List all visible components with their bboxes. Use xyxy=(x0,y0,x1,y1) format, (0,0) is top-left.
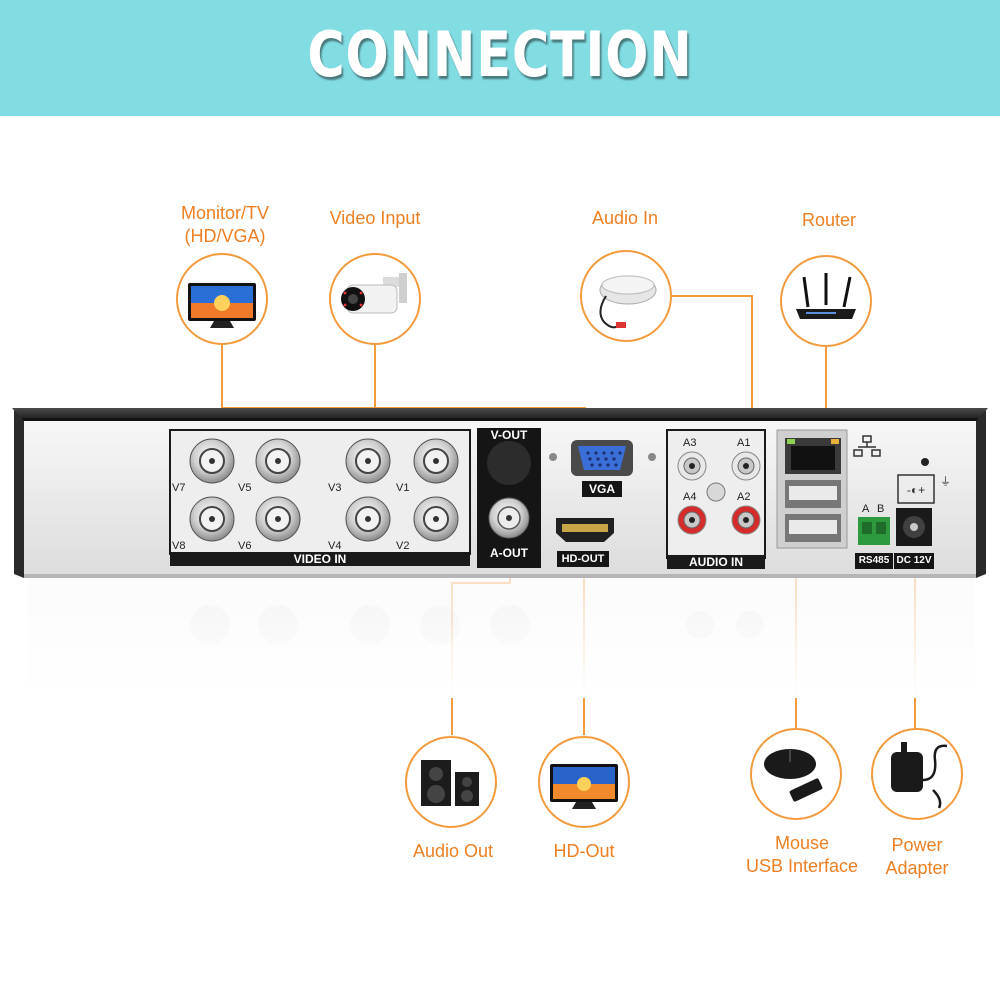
router-icon xyxy=(796,273,856,319)
microphone-circle xyxy=(580,250,672,342)
bnc-ports-video-in xyxy=(189,438,459,542)
mouse-icon xyxy=(764,749,823,802)
monitor-label: Monitor/TV (HD/VGA) xyxy=(160,202,290,248)
audio-port-label: A3 xyxy=(683,437,697,449)
monitor-label-line1: Monitor/TV xyxy=(180,203,270,223)
bnc-port-pin xyxy=(365,516,371,522)
microphone-label: Audio In xyxy=(591,208,659,228)
mouse-label: Mouse USB Interface xyxy=(731,832,873,878)
vga-label: VGA xyxy=(588,482,615,496)
tv-icon xyxy=(550,764,618,809)
svg-text:⏚: ⏚ xyxy=(940,475,951,488)
rs485-label: RS485 xyxy=(858,555,890,566)
rca-port-pin xyxy=(689,517,695,523)
bnc-port-pin xyxy=(209,516,215,522)
mouse-label-line2: USB Interface xyxy=(745,856,859,876)
bnc-port-pin xyxy=(365,458,371,464)
video-port-label: V8 xyxy=(172,540,186,552)
monitor-circle xyxy=(176,253,268,345)
bnc-port-pin xyxy=(209,458,215,464)
v-out-label: V-OUT xyxy=(490,428,528,442)
power-label-line1: Power xyxy=(891,835,943,855)
rca-port-pin xyxy=(743,517,749,523)
router-label: Router xyxy=(801,210,857,230)
bnc-port-pin xyxy=(275,516,281,522)
audio-port-label: A4 xyxy=(683,491,697,503)
camera-label: Video Input xyxy=(329,208,421,228)
audio-port-label: A1 xyxy=(737,437,751,449)
video-port-label: V4 xyxy=(328,540,342,552)
rs485-pin-a-label: A xyxy=(862,503,870,515)
bnc-port-pin xyxy=(433,458,439,464)
video-in-label: VIDEO IN xyxy=(293,552,347,566)
hdtv-label: HD-Out xyxy=(553,841,615,861)
power-label: Power Adapter xyxy=(862,834,972,880)
audio-port-label: A2 xyxy=(737,491,751,503)
dc-12v-label: DC 12V xyxy=(896,555,932,566)
microphone-icon xyxy=(599,275,657,329)
bnc-port-pin xyxy=(433,516,439,522)
a-out-label: A-OUT xyxy=(490,546,528,560)
rs485-pin-b-label: B xyxy=(877,503,885,515)
camera-circle xyxy=(329,253,421,345)
video-port-label: V2 xyxy=(396,540,410,552)
video-port-label: V1 xyxy=(396,482,410,494)
monitor-icon xyxy=(188,283,256,328)
svg-text:-◐+: -◐+ xyxy=(907,483,925,497)
monitor-label-line2: (HD/VGA) xyxy=(184,226,266,246)
rca-port-pin xyxy=(743,463,749,469)
bullet-camera-icon xyxy=(341,273,407,314)
bnc-port-pin xyxy=(275,458,281,464)
video-port-label: V3 xyxy=(328,482,342,494)
power-circle xyxy=(871,728,963,820)
power-label-line2: Adapter xyxy=(885,858,949,878)
mouse-label-line1: Mouse xyxy=(774,833,830,853)
rca-ports-audio-in xyxy=(677,451,761,535)
power-adapter-icon xyxy=(891,742,948,809)
hdtv-circle xyxy=(538,736,630,828)
page-title: CONNECTION xyxy=(307,18,693,91)
video-port-label: V7 xyxy=(172,482,186,494)
video-port-label: V6 xyxy=(238,540,252,552)
speaker-icon xyxy=(421,760,479,806)
audio-in-label: AUDIO IN xyxy=(689,555,743,569)
rca-port-pin xyxy=(689,463,695,469)
video-port-label: V5 xyxy=(238,482,252,494)
hd-out-label: HD-OUT xyxy=(561,553,605,565)
header-banner: CONNECTION xyxy=(0,0,1000,116)
speakers-circle xyxy=(405,736,497,828)
speakers-label: Audio Out xyxy=(412,841,494,861)
mouse-circle xyxy=(750,728,842,820)
router-circle xyxy=(780,255,872,347)
